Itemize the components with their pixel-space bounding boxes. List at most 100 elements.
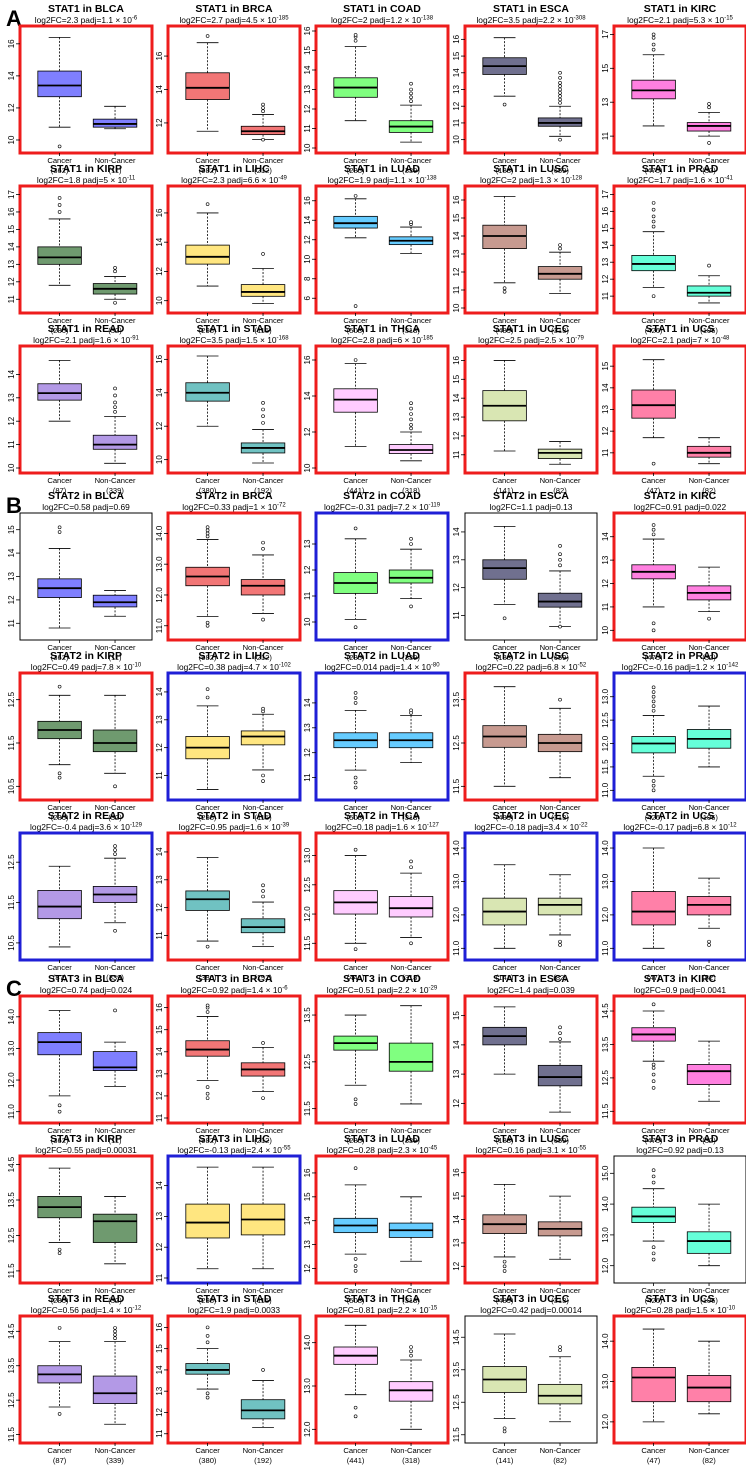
y-tick-label: 11.5 <box>7 895 16 911</box>
cancer-box <box>482 1184 527 1286</box>
y-tick-label: 12 <box>155 118 164 127</box>
y-tick-label: 11 <box>452 450 461 459</box>
x-label-cancer: Cancer <box>343 1446 368 1455</box>
log2fc-value: log2FC=2.1 <box>33 335 79 345</box>
outlier-point <box>205 1340 210 1345</box>
outlier-point <box>707 939 711 944</box>
padj-value: padj=1.6 × 10 <box>376 822 428 832</box>
outlier-point <box>502 1429 507 1434</box>
chart-frame-blue <box>314 671 450 802</box>
y-tick-label: 12 <box>601 579 610 588</box>
outlier-point <box>409 536 413 541</box>
padj-value: padj=1.5 × 10 <box>675 1305 727 1315</box>
chart-frame-red <box>18 24 154 155</box>
y-tick-label: 13.0 <box>155 556 164 572</box>
y-tick-label: 13.0 <box>601 1227 610 1243</box>
x-label-normal: Non-Cancer <box>689 963 730 972</box>
y-tick-label: 10 <box>303 463 312 472</box>
x-label-normal: Non-Cancer <box>243 316 284 325</box>
outlier-point <box>261 540 265 545</box>
y-tick-label: 16 <box>303 26 312 35</box>
outlier-point <box>353 1102 358 1106</box>
iqr-box <box>631 1366 676 1403</box>
x-label-cancer: Cancer <box>47 1446 72 1455</box>
chart-title: STAT2 in UCS <box>645 810 714 822</box>
n-normal: (313) <box>551 1296 569 1305</box>
y-tick-label: 16 <box>452 355 461 364</box>
normal-box <box>537 697 583 803</box>
x-label-normal: Non-Cancer <box>243 643 284 652</box>
n-normal: (313) <box>551 326 569 335</box>
x-label-cancer: Cancer <box>195 803 220 812</box>
chart-frame-blue <box>166 671 302 802</box>
outlier-point <box>651 788 656 793</box>
y-tick-label: 12.5 <box>7 1227 16 1243</box>
outlier-point <box>409 941 413 946</box>
outlier-point <box>651 1168 656 1173</box>
y-tick-label: 11 <box>155 1273 164 1282</box>
x-label-cancer: Cancer <box>195 643 220 652</box>
log2fc-value: log2FC=0.74 <box>40 985 91 995</box>
normal-box <box>92 1196 138 1286</box>
log2fc-value: log2FC=1.8 <box>37 175 83 185</box>
outlier-point <box>353 194 358 198</box>
outlier-point <box>558 1345 562 1349</box>
chart-stats: log2FC=2.8 padj=6 × 10-185 <box>331 335 434 345</box>
y-tick-label: 12 <box>7 416 16 425</box>
chart-title: STAT2 in ESCA <box>493 490 569 502</box>
outlier-point <box>409 406 413 411</box>
y-tick-label: 13 <box>7 572 16 581</box>
y-tick-label: 13.0 <box>601 873 610 889</box>
n-normal: (32) <box>108 1296 122 1305</box>
chart-stats: log2FC=0.92 padj=1.4 × 10-6 <box>180 985 288 995</box>
normal-box <box>240 1166 286 1286</box>
outlier-point <box>651 42 656 47</box>
log2fc-value: log2FC=-0.31 <box>324 502 377 512</box>
outlier-point <box>57 144 62 149</box>
x-label-normal: Non-Cancer <box>689 1286 730 1295</box>
x-label-normal: Non-Cancer <box>540 156 581 165</box>
chart-title: STAT1 in COAD <box>343 3 421 15</box>
padj-value: padj=1.3 × 10 <box>519 175 571 185</box>
outlier-point <box>261 137 265 142</box>
chart-stats: log2FC=2.5 padj=2.5 × 10-79 <box>478 335 584 345</box>
padj-value: padj=1.1 × 10 <box>373 175 425 185</box>
chart-frame-blue <box>166 1154 302 1285</box>
outlier-point <box>261 1041 265 1045</box>
x-label-cancer: Cancer <box>641 963 666 972</box>
x-label-cancer: Cancer <box>47 156 72 165</box>
padj-value: padj=1.5 × 10 <box>225 335 277 345</box>
cancer-box <box>631 201 676 316</box>
cancer-box <box>482 864 527 963</box>
chart-stats: log2FC=-0.13 padj=2.4 × 10-55 <box>177 1145 291 1155</box>
outlier-point <box>409 422 413 427</box>
iqr-box <box>185 244 230 265</box>
chart-stats: log2FC=-0.4 padj=3.6 × 10-129 <box>30 822 143 832</box>
chart-title: STAT1 in UCS <box>645 323 714 335</box>
x-label-normal: Non-Cancer <box>689 1126 730 1135</box>
x-label-cancer: Cancer <box>492 1126 517 1135</box>
chart-frame-plain <box>464 512 598 641</box>
cancer-box <box>631 685 676 803</box>
outlier-point <box>558 544 562 548</box>
normal-box <box>388 1196 434 1286</box>
y-tick-label: 11.0 <box>7 1104 16 1120</box>
outlier-point <box>205 1010 210 1014</box>
chart-stats: log2FC=0.55 padj=0.00031 <box>35 1145 137 1155</box>
outlier-point <box>409 542 413 546</box>
y-tick-label: 11 <box>452 611 461 620</box>
y-tick-label: 12 <box>452 431 461 440</box>
chart-title: STAT2 in BRCA <box>195 490 273 502</box>
y-tick-label: 12 <box>303 104 312 113</box>
y-tick-label: 12.5 <box>601 1070 610 1086</box>
chart-frame-red <box>314 184 450 315</box>
x-label-cancer: Cancer <box>343 643 368 652</box>
